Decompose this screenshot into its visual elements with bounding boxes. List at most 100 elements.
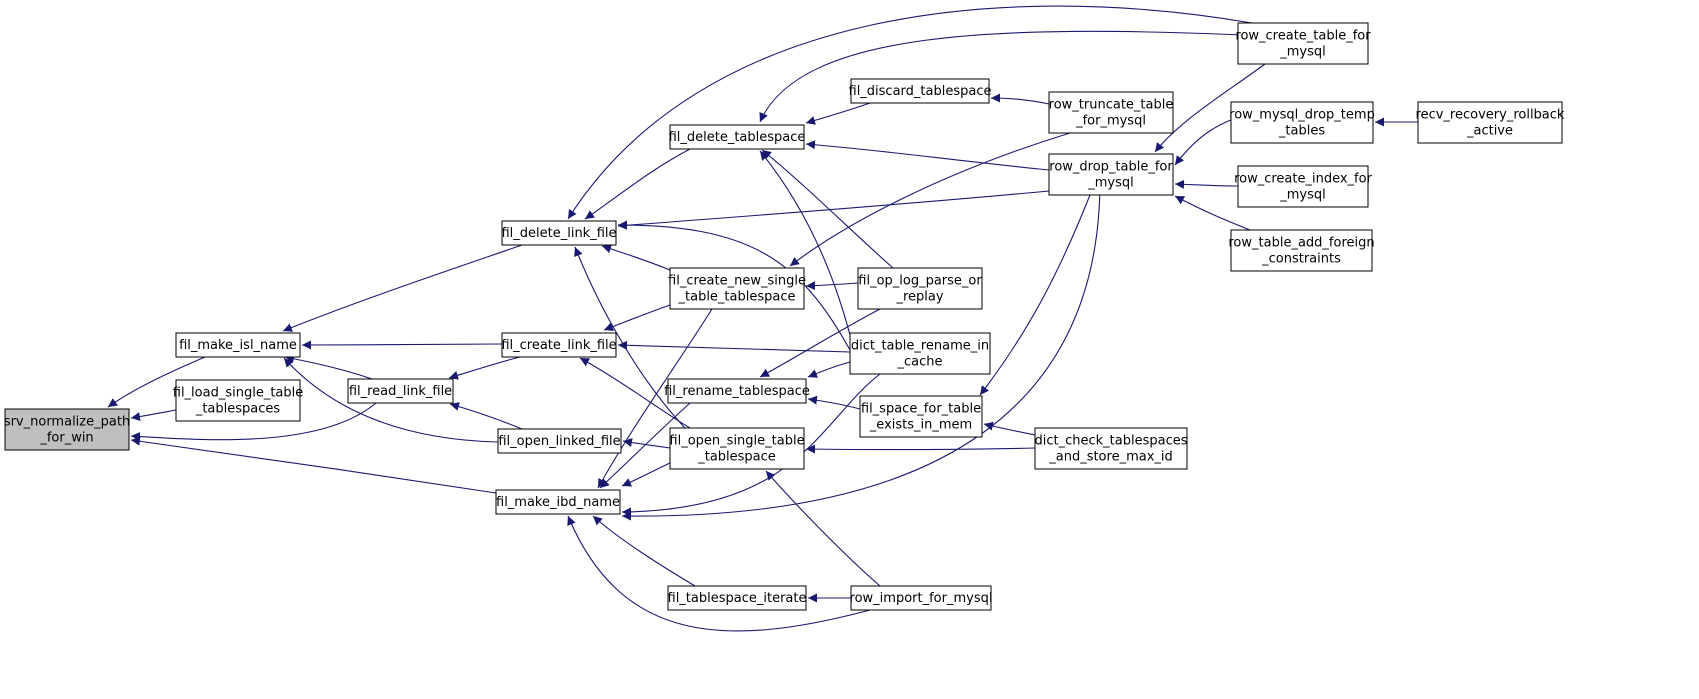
node-box	[4, 408, 130, 451]
node-box	[175, 379, 301, 422]
node-row-create-index[interactable]: row_create_index_for_mysql	[1234, 165, 1373, 208]
node-fil-rename-tablespace[interactable]: fil_rename_tablespace	[664, 378, 810, 404]
node-label: _for_win	[39, 431, 93, 446]
edge-fil_space_for_table-to-fil_rename_tablespace	[807, 395, 861, 410]
node-box	[669, 124, 805, 150]
node-fil-discard-tablespace[interactable]: fil_discard_tablespace	[849, 78, 992, 104]
node-box	[669, 427, 805, 470]
edge-row_import-to-fil_open_single	[765, 470, 881, 587]
edge-fil_make_isl_name-to-srv_normalize	[107, 356, 206, 408]
node-label: fil_open_single_table	[669, 434, 804, 449]
edge-fil_op_log_parse-to-fil_create_new_single	[805, 281, 859, 291]
edge-row_create_index-to-row_drop_table	[1174, 179, 1239, 189]
edge-fil_op_log_parse-to-fil_delete_tablespace	[761, 149, 894, 269]
edge-row_drop_table-to-fil_space_for_table	[979, 194, 1091, 396]
node-fil-load-single[interactable]: fil_load_single_table_tablespaces	[173, 379, 304, 422]
node-label: fil_read_link_file	[349, 384, 452, 399]
node-fil-open-single[interactable]: fil_open_single_table_tablespace	[669, 427, 805, 470]
edge-fil_open_linked_file-to-fil_read_link_file	[449, 402, 523, 430]
node-label: row_create_index_for	[1234, 172, 1373, 187]
node-row-import[interactable]: row_import_for_mysql	[850, 585, 993, 611]
node-row-mysql-drop-temp[interactable]: row_mysql_drop_temp_tables	[1229, 101, 1375, 144]
node-label: _tables	[1278, 124, 1325, 139]
node-box	[667, 378, 807, 404]
edge-row_create_table-to-row_drop_table	[1154, 63, 1266, 153]
node-box	[1237, 165, 1369, 208]
node-row-drop-table[interactable]: row_drop_table_for_mysql	[1048, 153, 1174, 196]
node-box	[1048, 153, 1174, 196]
node-box	[1230, 101, 1374, 144]
node-label: srv_normalize_path	[4, 415, 130, 430]
node-label: _active	[1466, 124, 1513, 139]
node-fil-make-isl-name[interactable]: fil_make_isl_name	[175, 332, 301, 358]
edge-fil_open_single-to-fil_create_link_file	[579, 357, 691, 429]
node-fil-read-link-file[interactable]: fil_read_link_file	[347, 378, 454, 404]
node-box	[850, 585, 992, 611]
node-fil-create-link-file[interactable]: fil_create_link_file	[501, 332, 617, 358]
node-fil-open-linked-file[interactable]: fil_open_linked_file	[497, 428, 622, 454]
node-recv-recovery[interactable]: recv_recovery_rollback_active	[1416, 101, 1565, 144]
node-label: fil_rename_tablespace	[664, 384, 810, 399]
node-fil-space-for-table[interactable]: fil_space_for_table_exists_in_mem	[859, 395, 983, 438]
node-label: fil_op_log_parse_or	[858, 274, 982, 289]
node-row-table-add-foreign[interactable]: row_table_add_foreign_constraints	[1228, 229, 1375, 272]
node-label: _exists_in_mem	[869, 418, 972, 433]
node-box	[857, 267, 983, 310]
node-box	[175, 332, 301, 358]
node-label: row_import_for_mysql	[850, 591, 993, 606]
edge-fil_open_single-to-fil_make_ibd_name	[621, 462, 671, 487]
edge-dict_table_rename-to-fil_create_link_file	[617, 340, 851, 353]
node-box	[1417, 101, 1563, 144]
node-box	[850, 78, 990, 104]
edge-fil_create_link_file-to-fil_read_link_file	[448, 356, 521, 380]
node-box	[669, 267, 805, 310]
node-row-truncate[interactable]: row_truncate_table_for_mysql	[1048, 91, 1174, 134]
node-label: fil_delete_link_file	[501, 226, 616, 241]
edge-fil_create_new_single-to-fil_delete_link_file	[601, 244, 671, 271]
node-fil-delete-tablespace[interactable]: fil_delete_tablespace	[669, 124, 806, 150]
edge-dict_table_rename-to-fil_delete_tablespace	[759, 150, 851, 336]
node-label: _mysql	[1087, 176, 1134, 191]
node-box	[849, 332, 991, 375]
node-label: recv_recovery_rollback	[1416, 108, 1565, 123]
node-label: _cache	[897, 355, 943, 370]
node-srv-normalize[interactable]: srv_normalize_path_for_win	[4, 408, 130, 451]
node-label: row_mysql_drop_temp	[1229, 108, 1375, 123]
node-dict-check[interactable]: dict_check_tablespaces_and_store_max_id	[1034, 427, 1188, 470]
node-fil-op-log-parse[interactable]: fil_op_log_parse_or_replay	[857, 267, 983, 310]
node-box	[497, 428, 622, 454]
node-box	[667, 585, 807, 611]
node-box	[1048, 91, 1174, 134]
edge-fil_open_single-to-fil_open_linked_file	[622, 438, 671, 449]
node-label: _tablespaces	[195, 402, 281, 417]
node-row-create-table[interactable]: row_create_table_for_mysql	[1235, 22, 1371, 65]
node-label: fil_create_link_file	[501, 338, 616, 353]
node-fil-delete-link-file[interactable]: fil_delete_link_file	[501, 220, 617, 246]
edge-fil_create_link_file-to-fil_make_isl_name	[301, 340, 503, 350]
node-label: fil_tablespace_iterate	[668, 591, 807, 606]
node-dict-table-rename[interactable]: dict_table_rename_in_cache	[849, 332, 991, 375]
edge-fil_load_single-to-srv_normalize	[130, 409, 177, 422]
edge-fil_make_ibd_name-to-srv_normalize	[130, 436, 497, 494]
edge-fil_create_new_single-to-fil_make_ibd_name	[597, 308, 713, 489]
node-box	[1034, 427, 1188, 470]
edge-fil_open_linked_file-to-fil_make_isl_name	[283, 357, 499, 443]
node-label: fil_make_ibd_name	[496, 495, 620, 510]
node-fil-create-new-single[interactable]: fil_create_new_single_table_tablespace	[668, 267, 806, 310]
node-label: _and_store_max_id	[1048, 450, 1173, 465]
node-fil-make-ibd-name[interactable]: fil_make_ibd_name	[495, 489, 621, 515]
node-label: _replay	[895, 290, 943, 305]
node-label: fil_load_single_table	[173, 386, 304, 401]
node-label: fil_delete_tablespace	[669, 130, 806, 145]
edge-fil_tablespace_iterate-to-fil_make_ibd_name	[592, 515, 696, 587]
edge-fil_create_new_single-to-fil_create_link_file	[603, 304, 671, 331]
edge-row_drop_table-to-fil_delete_link_file	[617, 190, 1050, 230]
node-label: fil_discard_tablespace	[849, 84, 992, 99]
node-label: fil_create_new_single	[668, 274, 806, 289]
node-fil-tablespace-iterate[interactable]: fil_tablespace_iterate	[667, 585, 807, 611]
edge-layer	[107, 5, 1418, 632]
node-box	[1230, 229, 1373, 272]
node-layer: srv_normalize_path_for_win fil_make_isl_n…	[4, 22, 1565, 611]
node-label: row_drop_table_for	[1049, 160, 1173, 175]
edge-fil_rename_tablespace-to-fil_make_ibd_name	[599, 402, 691, 489]
